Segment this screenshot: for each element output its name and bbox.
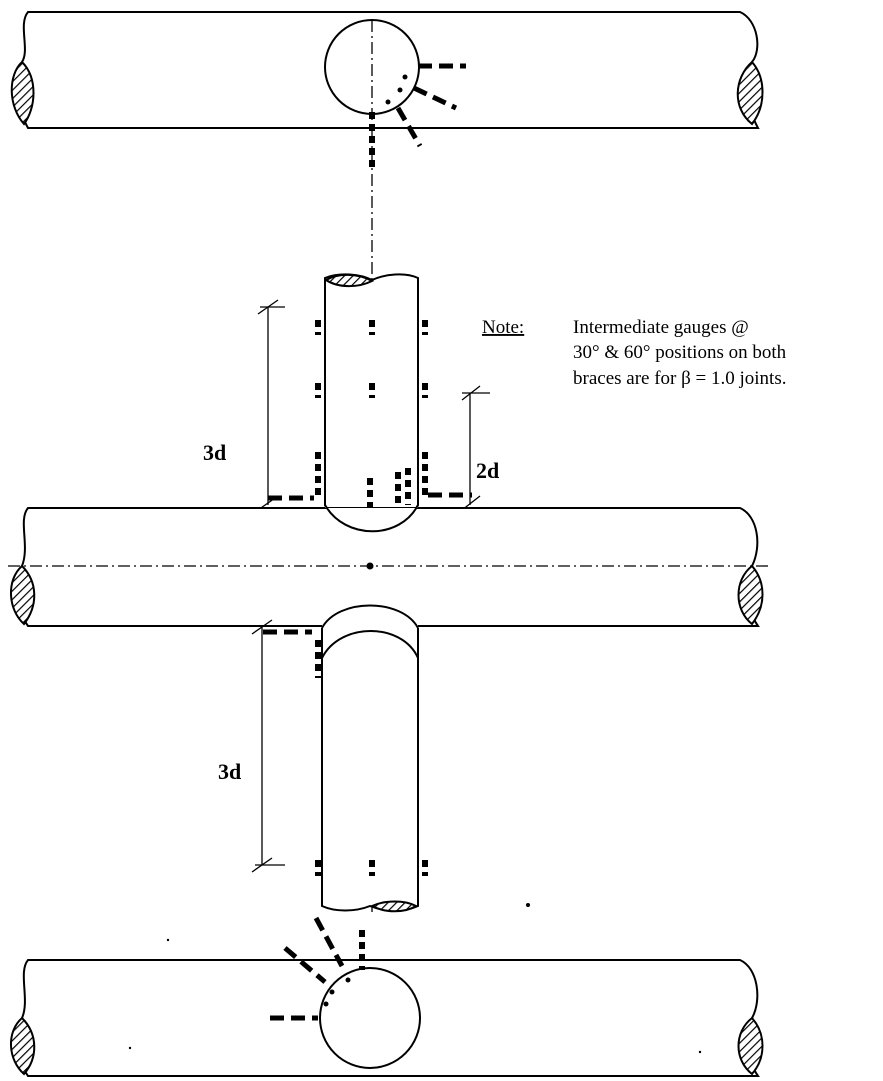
main-chord-right-end [737, 564, 764, 626]
top-gauge-dot [397, 87, 403, 93]
main-chord [8, 504, 770, 627]
bottom-gauge-dot [345, 977, 351, 983]
note-line-1: Intermediate gauges @ [573, 317, 749, 338]
bottom-brace-dimension: 3d [218, 619, 285, 873]
bottom-brace-length-label: 3d [218, 759, 241, 784]
top-gauge-60deg [395, 106, 423, 148]
top-chord-left-end [10, 60, 35, 126]
bottom-brace-saddle [321, 628, 419, 906]
bottom-gauge-30deg [283, 946, 327, 984]
top-brace-intersection [325, 505, 418, 532]
bottom-brace-tube [321, 630, 419, 912]
top-chord-right-end [736, 60, 764, 126]
note-line-2: 30° & 60° positions on both [573, 342, 787, 363]
top-brace-dimension: 3d [203, 299, 285, 511]
bottom-gauge-dot [323, 1001, 329, 1007]
main-chord-tube [16, 507, 760, 627]
chord-center-mark [366, 562, 374, 570]
bottom-brace-section [319, 967, 421, 1069]
bottom-chord-left-end [9, 1016, 36, 1076]
chord-offset-dimension: 2d [461, 385, 499, 511]
note-line-3: braces are for β = 1.0 joints. [573, 368, 786, 389]
top-brace-cut-end [324, 273, 375, 288]
chord-offset-label: 2d [476, 458, 499, 483]
top-end-view [10, 11, 764, 168]
note-title: Note: [482, 317, 524, 338]
top-gauge-dot [402, 74, 408, 80]
top-gauge-dot [385, 99, 391, 105]
bottom-gauge-60deg [313, 916, 345, 968]
bottom-brace-top [321, 604, 419, 629]
bottom-brace-cut-end [369, 900, 418, 913]
note-block: Note: Intermediate gauges @ 30° & 60° po… [482, 317, 787, 389]
scan-specks [128, 903, 702, 1054]
bottom-gauge-dot [329, 989, 335, 995]
bottom-brace [263, 604, 428, 913]
top-brace-length-label: 3d [203, 440, 226, 465]
top-gauge-30deg [412, 85, 458, 111]
bottom-chord-right-end [737, 1016, 764, 1076]
main-chord-left-end [9, 564, 36, 626]
bottom-end-view [9, 916, 764, 1077]
top-brace-saddle [324, 504, 419, 533]
